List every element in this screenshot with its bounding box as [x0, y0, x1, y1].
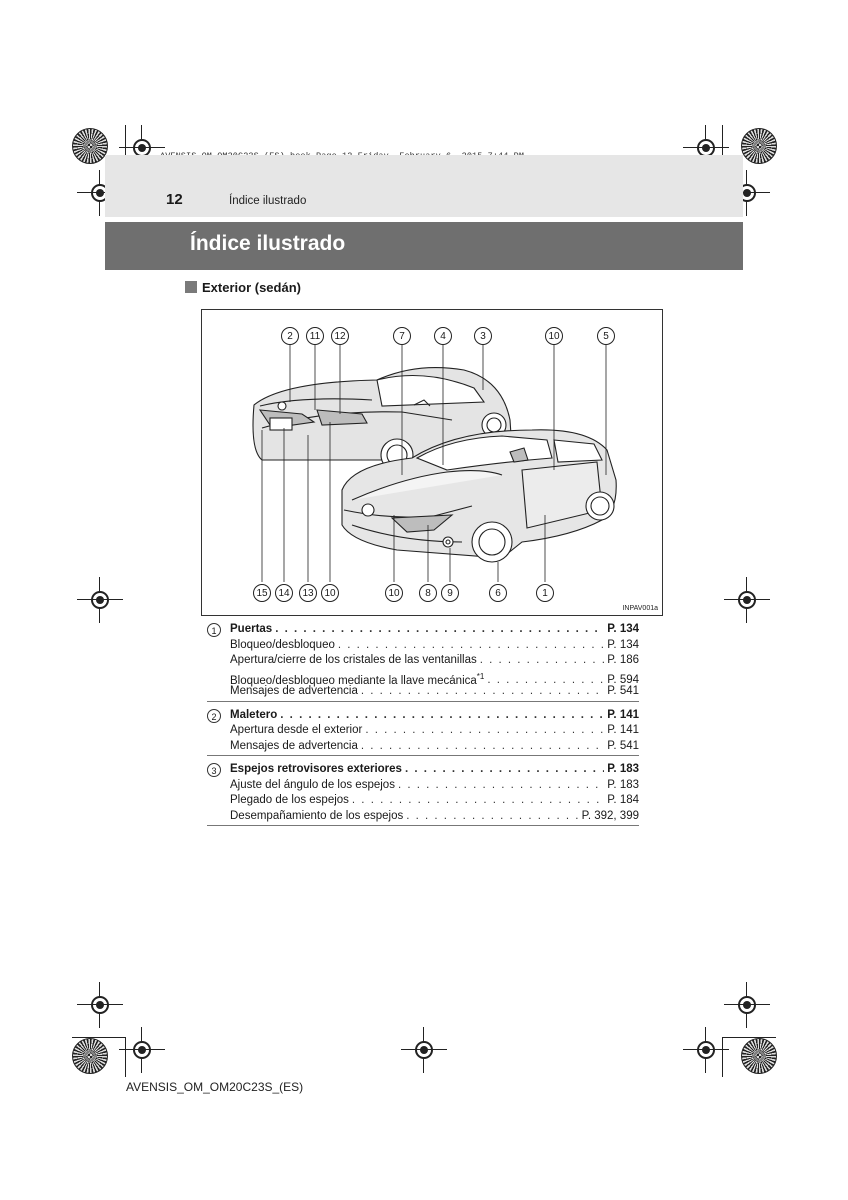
- callout-10: 10: [385, 584, 403, 602]
- page-reference[interactable]: P. 541: [607, 685, 639, 697]
- page-reference[interactable]: P. 186: [607, 654, 639, 666]
- page-reference[interactable]: P. 594: [607, 674, 639, 687]
- callout-15: 15: [253, 584, 271, 602]
- crosshair-icon: [724, 982, 770, 1028]
- crosshair-icon: [724, 577, 770, 623]
- crosshair-icon: [77, 982, 123, 1028]
- entry-number: 3: [207, 763, 221, 777]
- entry-row: Bloqueo/desbloqueo mediante la llave mec…: [230, 669, 639, 687]
- crosshair-icon: [683, 1027, 729, 1073]
- entry-row: Bloqueo/desbloqueo P. 134: [230, 638, 639, 654]
- page-reference[interactable]: P. 541: [607, 739, 639, 752]
- section-name: Índice ilustrado: [229, 195, 307, 207]
- page-reference[interactable]: P. 141: [607, 708, 639, 721]
- crop-line: [722, 125, 723, 155]
- callout-9: 9: [441, 584, 459, 602]
- entry-label: Plegado de los espejos: [230, 794, 349, 806]
- car-drawing: [252, 345, 617, 582]
- callout-13: 13: [299, 584, 317, 602]
- crop-line: [125, 1037, 126, 1077]
- callout-12: 12: [331, 327, 349, 345]
- entry-number: 2: [207, 708, 221, 723]
- entry-label: Mensajes de advertencia: [230, 739, 358, 752]
- callout-7: 7: [393, 327, 411, 345]
- entry-label: Desempañamiento de los espejos: [230, 809, 404, 822]
- callout-11: 11: [306, 327, 324, 345]
- header-band: [105, 155, 743, 217]
- callout-2: 2: [281, 327, 299, 345]
- page-reference[interactable]: P. 183: [607, 763, 639, 775]
- crop-line: [72, 1037, 126, 1038]
- crop-line: [722, 1037, 776, 1038]
- entry-label: Mensajes de advertencia: [230, 685, 358, 697]
- entry-label: Puertas: [230, 623, 273, 635]
- page-title: Índice ilustrado: [190, 232, 346, 255]
- footer-document-id: AVENSIS_OM_OM20C23S_(ES): [126, 1080, 304, 1094]
- crosshair-icon: [401, 1027, 447, 1073]
- entry-group: 1 Puertas P. 134 Bloqueo/desbloqueo P. 134…: [207, 622, 639, 702]
- callout-6: 6: [489, 584, 507, 602]
- footnote-marker: *1: [476, 671, 485, 681]
- entry-group: 3 Espejos retrovisores exterioresP. 183 …: [207, 762, 639, 826]
- callout-3: 3: [474, 327, 492, 345]
- page-reference[interactable]: P. 183: [607, 778, 639, 791]
- entry-label: Maletero: [230, 708, 278, 721]
- page-reference[interactable]: P. 134: [607, 623, 639, 635]
- car-illustration: 2 11 12 7 4 3 10 5 15 14 13 10 10 8 9 6 …: [201, 309, 663, 616]
- crop-line: [722, 1037, 723, 1077]
- entry-label: Apertura desde el exterior: [230, 724, 363, 736]
- entry-row: Mensajes de advertencia P. 541: [230, 684, 639, 700]
- entry-label: Bloqueo/desbloqueo: [230, 638, 335, 651]
- registration-star-icon: [72, 128, 108, 164]
- entry-label: Ajuste del ángulo de los espejos: [230, 778, 395, 791]
- entry-row: Apertura/cierre de los cristales de las …: [230, 653, 639, 669]
- page-number: 12: [166, 191, 183, 208]
- crosshair-icon: [119, 1027, 165, 1073]
- callout-4: 4: [434, 327, 452, 345]
- crosshair-icon: [77, 170, 123, 216]
- entry-group: 2 Maletero P. 141 Apertura desde el exter…: [207, 708, 639, 756]
- callout-1: 1: [536, 584, 554, 602]
- square-bullet-icon: [185, 281, 197, 293]
- callout-8: 8: [419, 584, 437, 602]
- callout-10: 10: [545, 327, 563, 345]
- registration-star-icon: [741, 128, 777, 164]
- entry-row: Ajuste del ángulo de los espejos P. 183: [230, 778, 639, 794]
- index-entries: 1 Puertas P. 134 Bloqueo/desbloqueo P. 134…: [207, 622, 639, 832]
- crop-line: [125, 125, 126, 155]
- figure-code: INPAV001a: [622, 605, 658, 612]
- entry-label: Espejos retrovisores exteriores: [230, 763, 402, 775]
- title-bar: [105, 222, 743, 270]
- callout-5: 5: [597, 327, 615, 345]
- page-reference[interactable]: P. 392, 399: [581, 809, 639, 822]
- crosshair-icon: [77, 577, 123, 623]
- entry-label: Apertura/cierre de los cristales de las …: [230, 654, 477, 666]
- registration-star-icon: [72, 1038, 108, 1074]
- entry-row: Mensajes de advertencia P. 541: [230, 739, 639, 755]
- callout-14: 14: [275, 584, 293, 602]
- callout-10: 10: [321, 584, 339, 602]
- page-reference[interactable]: P. 184: [607, 794, 639, 806]
- page-reference[interactable]: P. 141: [607, 724, 639, 736]
- entry-row: Desempañamiento de los espejos P. 392, 39…: [230, 809, 639, 825]
- entry-row: Plegado de los espejos P. 184: [230, 793, 639, 809]
- entry-row: Maletero P. 141: [230, 708, 639, 724]
- page-reference[interactable]: P. 134: [607, 638, 639, 651]
- entry-row: Apertura desde el exterior P. 141: [230, 723, 639, 739]
- crosshair-icon: [683, 125, 729, 171]
- subsection-heading: Exterior (sedán): [202, 280, 301, 295]
- entry-row: Puertas P. 134: [230, 622, 639, 638]
- registration-star-icon: [741, 1038, 777, 1074]
- entry-number: 1: [207, 623, 221, 637]
- entry-row: Espejos retrovisores exteriores P. 183: [230, 762, 639, 778]
